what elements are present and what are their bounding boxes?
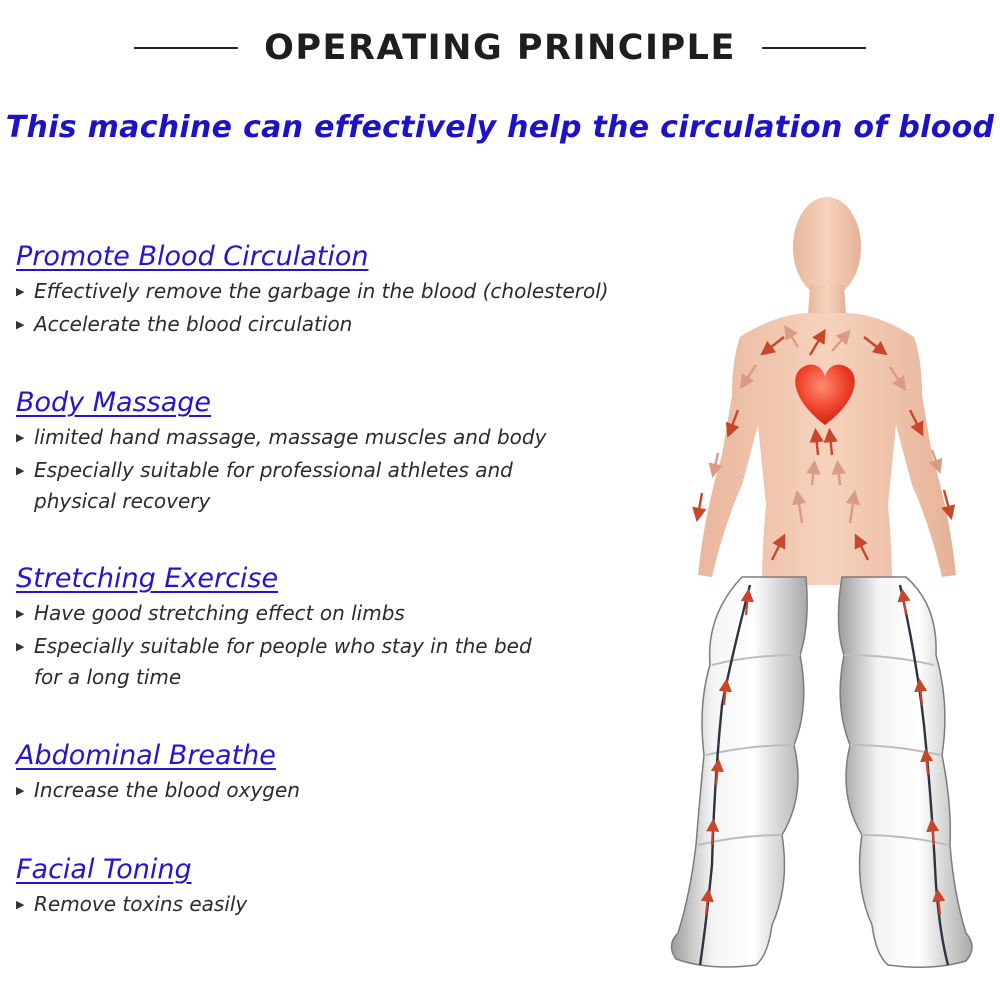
body-figure-svg [670,197,973,968]
subtitle: This machine can effectively help the ci… [5,110,995,145]
left-leg-sleeve [670,576,808,968]
bullet-item: ▶Remove toxins easily [16,889,676,920]
section-facial-toning: Facial Toning ▶Remove toxins easily [16,853,676,920]
bullet-item: ▶Accelerate the blood circulation [16,309,676,340]
bullet-triangle-icon: ▶ [16,285,25,298]
section-stretching-exercise: Stretching Exercise ▶Have good stretchin… [16,562,676,693]
bullet-triangle-icon: ▶ [16,784,25,797]
bullet-triangle-icon: ▶ [16,318,25,331]
header-left-rule [134,47,239,49]
heart-icon [795,364,855,425]
human-body-circulation-illustration [660,185,1000,985]
bullet-item: ▶Especially suitable for professional at… [16,455,676,517]
bullet-item: ▶Have good stretching effect on limbs [16,598,676,629]
leg-circulation-arrows [700,588,946,916]
bullet-triangle-icon: ▶ [16,431,25,444]
section-heading: Body Massage [16,387,212,418]
bullet-item: ▶limited hand massage, massage muscles a… [16,422,676,453]
bullet-item: ▶Especially suitable for people who stay… [16,631,676,693]
section-heading: Promote Blood Circulation [16,241,369,272]
header: OPERATING PRINCIPLE [0,18,1000,78]
bullet-triangle-icon: ▶ [16,898,25,911]
section-heading: Stretching Exercise [16,563,279,594]
page-title: OPERATING PRINCIPLE [264,28,736,68]
circulation-arrows [692,324,956,561]
bullet-triangle-icon: ▶ [16,607,25,620]
header-right-rule [761,47,866,49]
bullet-triangle-icon: ▶ [16,464,25,477]
bullet-triangle-icon: ▶ [16,640,25,653]
section-heading: Abdominal Breathe [16,740,276,771]
section-abdominal-breathe: Abdominal Breathe ▶Increase the blood ox… [16,739,676,806]
right-leg-sleeve [837,576,973,968]
section-promote-blood-circulation: Promote Blood Circulation ▶Effectively r… [16,240,676,340]
section-body-massage: Body Massage ▶limited hand massage, mass… [16,386,676,517]
section-heading: Facial Toning [16,854,192,885]
body-silhouette [698,197,956,585]
bullet-item: ▶Increase the blood oxygen [16,775,676,806]
bullet-item: ▶Effectively remove the garbage in the b… [16,276,676,307]
